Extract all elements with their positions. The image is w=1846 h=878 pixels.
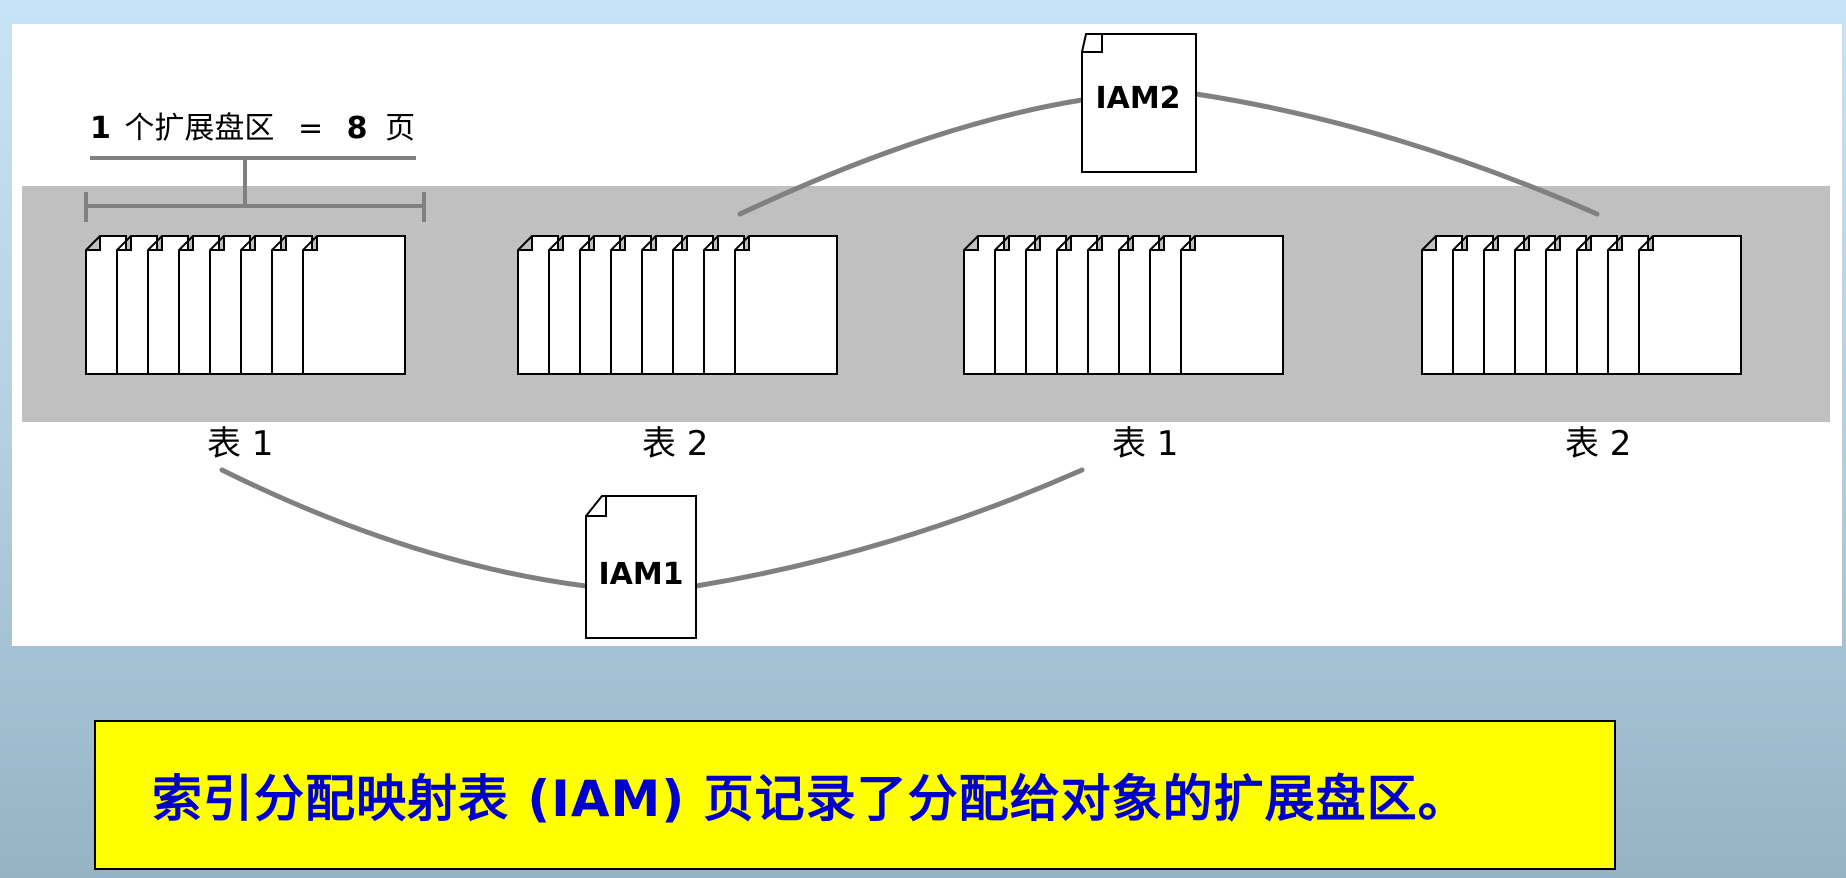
- extent-count: 1: [90, 111, 111, 146]
- extent-label-text: 个扩展盘区: [124, 111, 274, 146]
- table-label-extent-2: 表 2: [642, 424, 708, 464]
- iam1-link-table1-a: [219, 467, 589, 589]
- caption-text: 索引分配映射表 (IAM) 页记录了分配给对象的扩展盘区。: [152, 770, 1469, 828]
- extent-label-equals: =: [298, 111, 323, 146]
- extent-size-label: 1 个扩展盘区 = 8 页: [90, 111, 415, 146]
- caption-box: 索引分配映射表 (IAM) 页记录了分配给对象的扩展盘区。: [94, 720, 1616, 870]
- iam-diagram: 1 个扩展盘区 = 8 页 表 1 表 2 表 1 表 2 IAM2 IAM1: [22, 33, 1830, 639]
- iam1-label: IAM1: [598, 557, 683, 592]
- page-unit: 页: [385, 111, 415, 146]
- iam1-page: IAM1: [585, 495, 697, 639]
- iam2-page: IAM2: [1081, 33, 1197, 173]
- table-label-extent-3: 表 1: [1112, 424, 1178, 464]
- extent-4-page-8: [1638, 235, 1742, 375]
- iam2-link-table2-a: [737, 97, 1085, 217]
- iam1-page-icon: [585, 495, 697, 639]
- extents-layer: [85, 235, 1742, 375]
- extent-3-page-8: [1180, 235, 1284, 375]
- iam2-link-table2-b: [1193, 91, 1600, 217]
- diagram-panel: 1 个扩展盘区 = 8 页 表 1 表 2 表 1 表 2 IAM2 IAM1: [12, 24, 1842, 646]
- extent-1: [85, 235, 406, 375]
- page-count: 8: [347, 111, 368, 146]
- iam-connectors: [219, 91, 1600, 589]
- extent-2-page-8: [734, 235, 838, 375]
- extent-3: [963, 235, 1284, 375]
- extent-4: [1421, 235, 1742, 375]
- extent-1-page-8: [302, 235, 406, 375]
- iam1-link-table1-b: [693, 467, 1085, 589]
- iam2-label: IAM2: [1095, 81, 1180, 116]
- iam2-page-icon: [1081, 33, 1197, 173]
- extent-size-bracket: [84, 156, 426, 222]
- table-label-extent-4: 表 2: [1565, 424, 1631, 464]
- table-label-extent-1: 表 1: [207, 424, 273, 464]
- extent-2: [517, 235, 838, 375]
